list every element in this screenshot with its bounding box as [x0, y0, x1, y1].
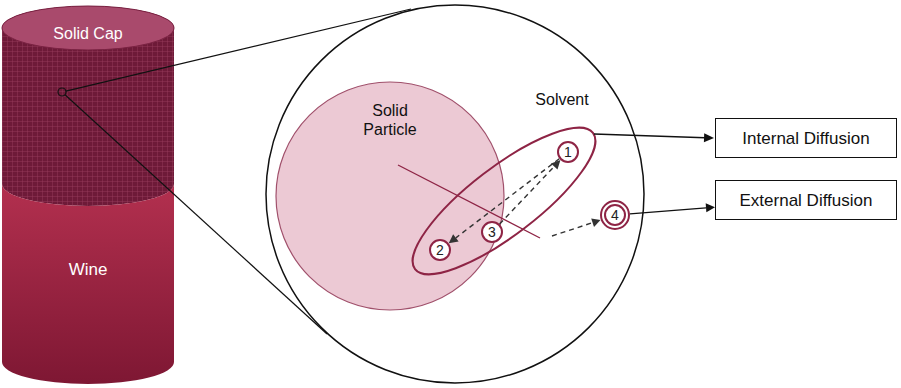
node-label: Solid Cap	[2, 24, 174, 43]
wine-body	[2, 184, 174, 384]
callout-number: 3	[488, 225, 496, 239]
node-label: External Diffusion	[740, 192, 873, 209]
cap-body	[2, 6, 174, 206]
arrow-head	[706, 203, 715, 212]
number-ring	[482, 222, 502, 242]
solid-cap-region: Solid Cap	[2, 6, 174, 206]
callout-number: 2	[436, 243, 444, 257]
number-ring	[430, 240, 450, 260]
callout-number: 1	[564, 145, 572, 159]
zoom-outline	[266, 5, 644, 383]
zoom-circle: SolventSolid Particle 2 3 1 4	[265, 4, 645, 384]
node-label: Solvent	[522, 90, 602, 109]
particle-outline	[276, 82, 504, 310]
cap-texture	[2, 6, 174, 206]
callout-number: 4	[611, 208, 619, 222]
solid-particle: Solid Particle 2 3	[275, 81, 505, 311]
callout-number: 2	[429, 239, 451, 261]
node-label: Wine	[2, 260, 174, 280]
label-box: External Diffusion	[715, 180, 897, 220]
arrow-head	[704, 133, 714, 142]
callout-number: 3	[481, 221, 503, 243]
number-ring	[558, 142, 578, 162]
wine-region: Wine	[2, 162, 174, 384]
cap-top	[2, 6, 174, 50]
label-box: Internal Diffusion	[715, 118, 897, 158]
node-label: Solid Particle	[350, 101, 430, 139]
number-ring	[601, 201, 629, 229]
number-ring	[605, 205, 625, 225]
zoom-circle-shape	[265, 4, 645, 384]
node-label: Internal Diffusion	[742, 130, 869, 147]
callout-number: 4	[600, 200, 630, 230]
callout-number: 1	[557, 141, 579, 163]
